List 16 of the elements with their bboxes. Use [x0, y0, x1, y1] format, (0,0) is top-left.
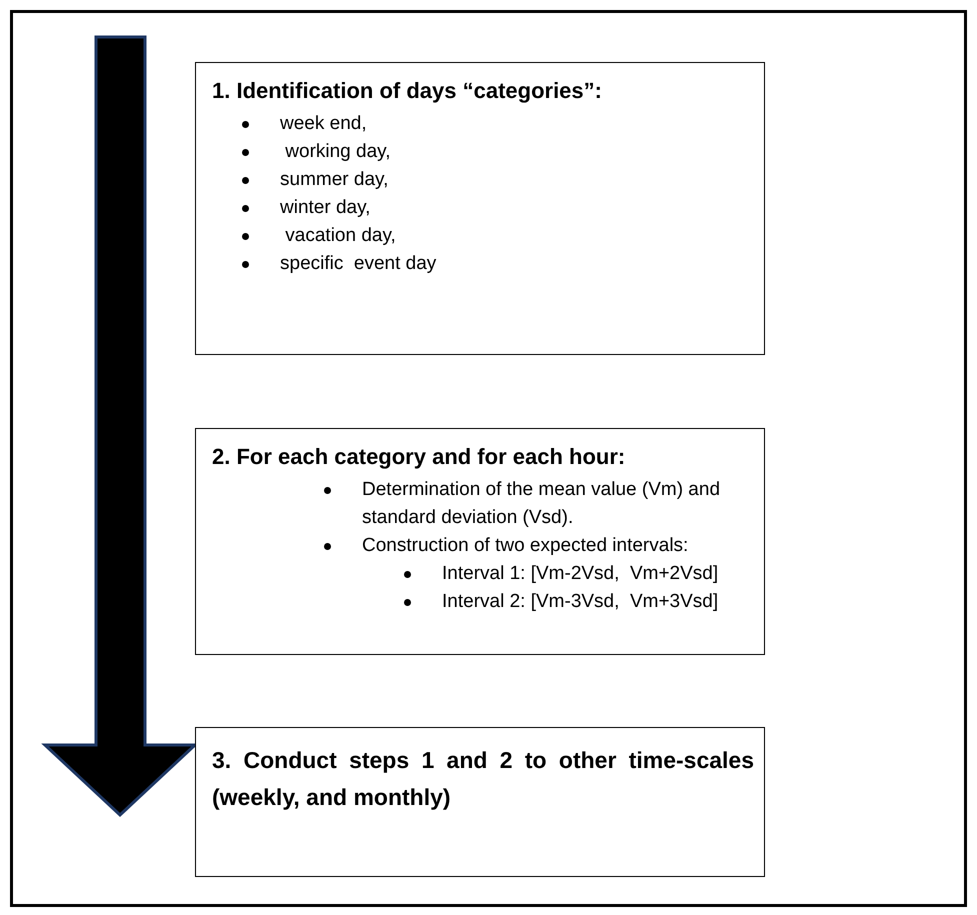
- bullet-text: Determination of the mean value (Vm) and standard deviation (Vsd).: [362, 478, 722, 528]
- bullet-text: summer day,: [280, 168, 388, 190]
- bullet-text: Construction of two expected intervals:: [362, 534, 688, 556]
- step-heading: 3. Conduct steps 1 and 2 to other time-scales (weekly, and monthly): [212, 746, 754, 812]
- step-box: [195, 62, 765, 355]
- bullet-text: Interval 1: [Vm-2Vsd, Vm+2Vsd]: [442, 562, 718, 584]
- bullet-text: Interval 2: [Vm-3Vsd, Vm+3Vsd]: [442, 590, 718, 612]
- step-heading: 2. For each category and for each hour:: [212, 443, 626, 471]
- bullet-text: specific event day: [280, 252, 436, 274]
- step-box: [195, 727, 765, 877]
- bullet-text: winter day,: [280, 196, 370, 218]
- bullet-text: week end,: [280, 112, 367, 134]
- step-heading: 1. Identification of days “categories”:: [212, 77, 603, 105]
- bullet-text: working day,: [284, 140, 391, 162]
- bullet-text: vacation day,: [284, 224, 396, 246]
- step-box: [195, 428, 765, 655]
